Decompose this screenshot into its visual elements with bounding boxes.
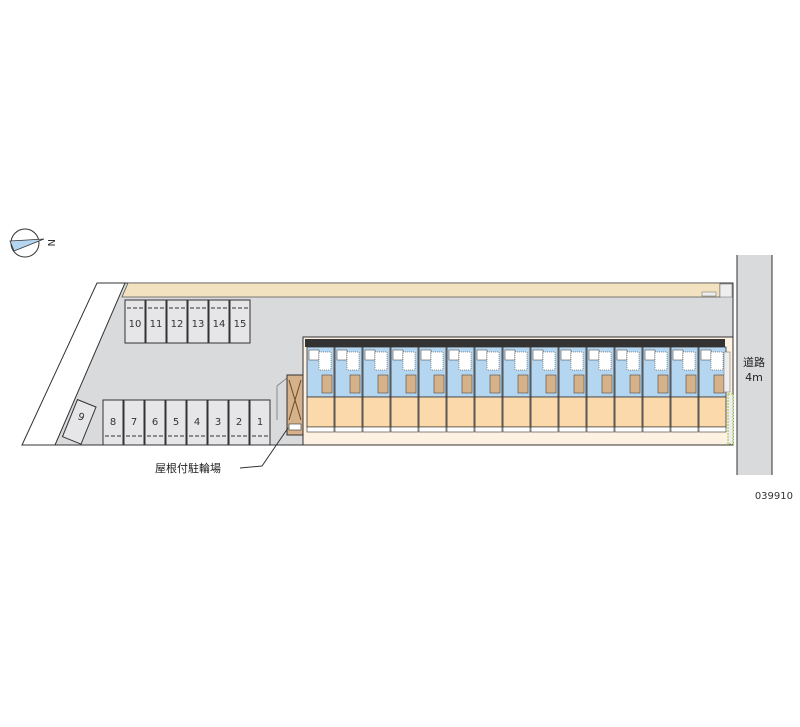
parking-space-number: 8	[110, 417, 116, 428]
parking-space-1: 1	[249, 399, 271, 446]
parking-space-12: 12	[166, 299, 188, 344]
parking-space-14: 14	[208, 299, 230, 344]
apartment-unit	[502, 346, 531, 433]
apartment-unit	[390, 346, 419, 433]
apartment-unit	[586, 346, 615, 433]
parking-space-number: 14	[213, 319, 226, 330]
parking-space-4: 4	[186, 399, 208, 446]
parking-space-15: 15	[229, 299, 251, 344]
parking-space-10: 10	[124, 299, 146, 344]
apartment-unit	[558, 346, 587, 433]
parking-space-number: 13	[192, 319, 205, 330]
parking-space-number: 12	[171, 319, 184, 330]
parking-space-5: 5	[165, 399, 187, 446]
parking-space-number: 1	[257, 417, 263, 428]
apartment-unit	[418, 346, 447, 433]
parking-space-9: 9	[61, 398, 97, 445]
apartment-unit	[670, 346, 699, 433]
apartment-unit	[530, 346, 559, 433]
apartment-unit	[446, 346, 475, 433]
parking-space-number: 10	[129, 319, 142, 330]
parking-space-7: 7	[123, 399, 145, 446]
compass-icon: N	[9, 228, 56, 258]
parking-space-number: 9	[76, 411, 86, 424]
apartment-unit	[642, 346, 671, 433]
parking-space-13: 13	[187, 299, 209, 344]
apartment-unit	[614, 346, 643, 433]
apartment-unit	[334, 346, 363, 433]
apartment-unit	[474, 346, 503, 433]
parking-space-number: 3	[215, 417, 221, 428]
parking-space-11: 11	[145, 299, 167, 344]
parking-space-number: 5	[173, 417, 179, 428]
apartment-unit	[362, 346, 391, 433]
apartment-unit	[698, 346, 727, 433]
apartment-building	[302, 336, 734, 446]
road-width: 4m	[745, 371, 763, 384]
road-name: 道路	[743, 355, 765, 369]
parking-space-number: 15	[234, 319, 247, 330]
property-code: 039910	[755, 491, 793, 502]
parking-space-8: 8	[102, 399, 124, 446]
parking-space-6: 6	[144, 399, 166, 446]
apartment-unit	[306, 346, 335, 433]
road: 道路 4m	[736, 255, 773, 475]
parking-space-number: 6	[152, 417, 158, 428]
bike-shed-label: 屋根付駐輪場	[155, 461, 221, 475]
parking-space-2: 2	[228, 399, 250, 446]
parking-space-number: 2	[236, 417, 242, 428]
north-label: N	[45, 239, 56, 246]
parking-space-number: 7	[131, 417, 137, 428]
parking-space-3: 3	[207, 399, 229, 446]
leader-line	[239, 427, 289, 469]
parking-space-number: 4	[194, 417, 200, 428]
planting-strip	[121, 282, 721, 298]
parking-space-number: 11	[150, 319, 163, 330]
